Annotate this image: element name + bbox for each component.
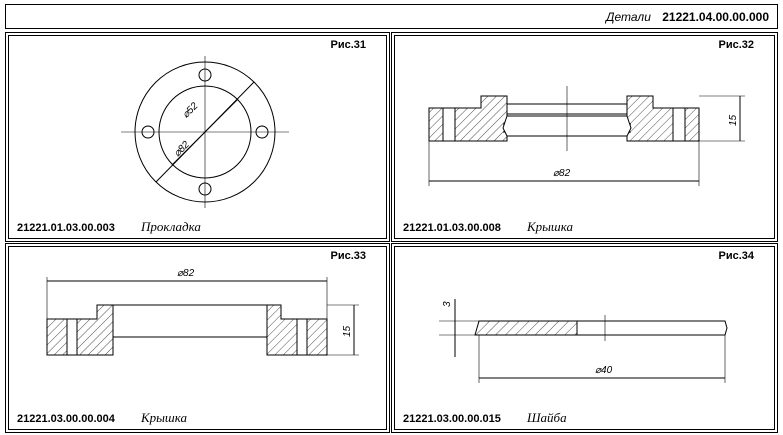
figure-number: Рис.33 — [330, 250, 366, 262]
dim-40: ⌀40 — [595, 365, 613, 376]
panel-frame: Рис.32 ⌀82 — [394, 35, 775, 239]
part-code: 21221.01.03.00.008 — [403, 222, 501, 234]
part-name: Крышка — [527, 219, 574, 234]
dim-3: 3 — [442, 301, 453, 307]
dim-82: ⌀82 — [172, 139, 192, 159]
dim-15: 15 — [728, 114, 739, 126]
panel-frame: Рис.31 ⌀52 ⌀82 21221.01.03.00.003 Прокла… — [8, 35, 387, 239]
part-code: 21221.03.00.00.004 — [17, 413, 115, 425]
panel-fig33: Рис.33 ⌀82 15 2122 — [5, 243, 390, 433]
washer-drawing: 3 ⌀40 — [439, 299, 728, 383]
figure-number: Рис.34 — [718, 250, 754, 262]
panel-fig32: Рис.32 ⌀82 — [391, 32, 778, 242]
cover-left-section — [46, 304, 114, 356]
panel-frame: Рис.33 ⌀82 15 2122 — [8, 246, 387, 430]
panel-fig34: Рис.34 3 ⌀40 21221.03.00.00.015 — [391, 243, 778, 433]
part-code: 21221.03.00.00.015 — [403, 413, 501, 425]
gasket-drawing: ⌀52 ⌀82 — [121, 56, 289, 208]
dim-52: ⌀52 — [181, 100, 201, 120]
washer-section — [474, 320, 578, 336]
header-label: Детали — [606, 10, 651, 24]
panel-frame: Рис.34 3 ⌀40 21221.03.00.00.015 — [394, 246, 775, 430]
cover-left-section — [428, 95, 508, 142]
part-name: Крышка — [141, 410, 188, 425]
header-code: 21221.04.00.00.000 — [662, 10, 769, 24]
panel-fig31: Рис.31 ⌀52 ⌀82 21221.01.03.00.003 Прокла… — [5, 32, 390, 242]
part-code: 21221.01.03.00.003 — [17, 222, 115, 234]
cover-drawing: ⌀82 15 — [428, 86, 745, 186]
cover-right-section — [626, 95, 700, 142]
washer-body — [577, 320, 728, 336]
dim-15: 15 — [342, 325, 353, 337]
header-text: Детали 21221.04.00.00.000 — [606, 10, 769, 24]
document-header: Детали 21221.04.00.00.000 — [5, 4, 778, 29]
dim-line-82 — [155, 81, 255, 183]
cover-drawing: ⌀82 15 — [46, 268, 359, 356]
part-name: Прокладка — [141, 219, 201, 234]
dim-82: ⌀82 — [177, 268, 195, 279]
part-name: Шайба — [527, 410, 567, 425]
dim-82: ⌀82 — [553, 168, 571, 179]
figure-number: Рис.31 — [330, 39, 366, 51]
figure-number: Рис.32 — [718, 39, 754, 51]
